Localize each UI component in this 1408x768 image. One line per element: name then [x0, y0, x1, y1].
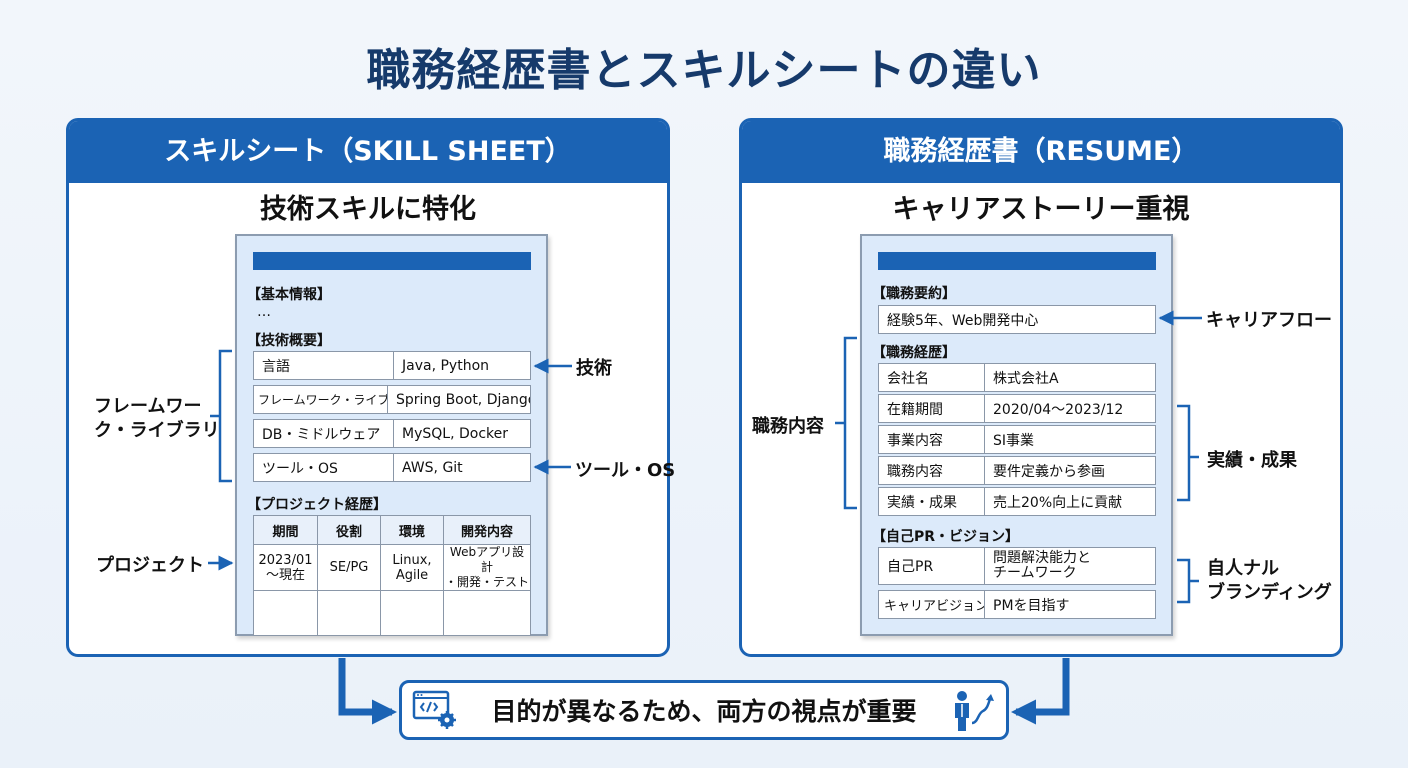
resume-document: 【職務要約】 経験5年、Web開発中心 【職務経歴】 会社名 株式会社A 在籍期… [860, 234, 1173, 636]
value-line: 問題解決能力と [993, 550, 1091, 566]
tech-row-key: 言語 [254, 352, 394, 379]
section-tech-summary: 【技術概要】 [247, 333, 331, 349]
table-header-cell: 役割 [317, 515, 381, 545]
section-job-summary: 【職務要約】 [872, 286, 956, 302]
left-to-bottom-arrow [338, 658, 398, 725]
label-line: ク・ライブラリ [94, 420, 220, 441]
label-line: ブランディング [1207, 582, 1332, 603]
label-achievements: 実績・成果 [1207, 450, 1297, 471]
label-framework: フレームワー ク・ライブラリ [94, 395, 220, 443]
pr-row-key: 自己PR [879, 548, 985, 584]
tech-row-value: Java, Python [402, 357, 490, 374]
tech-row-framework: フレームワーク・ライブラリ Spring Boot, Django [253, 385, 531, 414]
pr-row-self-pr: 自己PR 問題解決能力と チームワーク [878, 547, 1156, 585]
conclusion-text: 目的が異なるため、両方の視点が重要 [491, 697, 917, 726]
tech-row-value: MySQL, Docker [402, 425, 508, 442]
section-basic-info: 【基本情報】 [247, 287, 331, 303]
history-row-value: 株式会社A [993, 370, 1059, 387]
page-title: 職務経歴書とスキルシートの違い [366, 45, 1042, 96]
tech-row-tools: ツール・OS AWS, Git [253, 453, 531, 482]
label-career-flow: キャリアフロー [1206, 310, 1332, 331]
cell-line: Linux, [392, 552, 432, 568]
section-self-pr: 【自己PR・ビジョン】 [872, 529, 1020, 545]
pr-row-career-vision: キャリアビジョン PMを目指す [878, 590, 1156, 619]
table-row-empty [253, 590, 531, 636]
table-cell-content: Webアプリ設計 ・開発・テスト [443, 544, 531, 591]
history-row-business: 事業内容 SI事業 [878, 425, 1156, 454]
table-header-row: 期間 役割 環境 開発内容 [253, 515, 531, 545]
skill-sheet-header: スキルシート（SKILL SHEET） [69, 121, 667, 183]
table-cell-empty [443, 590, 531, 636]
cell-line: ・開発・テスト [444, 575, 529, 589]
table-cell-empty [380, 590, 444, 636]
tech-row-db: DB・ミドルウェア MySQL, Docker [253, 419, 531, 448]
tech-row-key: ツール・OS [254, 454, 394, 481]
conclusion-box: 目的が異なるため、両方の視点が重要 [399, 680, 1009, 740]
history-row-period: 在籍期間 2020/04～2023/12 [878, 394, 1156, 423]
cell-line: ～現在 [265, 567, 305, 583]
label-job-content: 職務内容 [752, 416, 824, 437]
right-to-bottom-arrow [1010, 658, 1070, 725]
document-header-bar [878, 252, 1156, 270]
pr-row-value: PMを目指す [993, 597, 1070, 614]
label-branding: 自人ナル ブランディング [1207, 557, 1332, 605]
table-header-cell: 環境 [380, 515, 444, 545]
skill-sheet-subtitle: 技術スキルに特化 [260, 194, 476, 225]
tech-row-language: 言語 Java, Python [253, 351, 531, 380]
history-row-key: 実績・成果 [879, 488, 985, 515]
history-row-achievements: 実績・成果 売上20%向上に貢献 [878, 487, 1156, 516]
label-project: プロジェクト [96, 555, 204, 576]
tech-row-key: フレームワーク・ライブラリ [254, 386, 388, 413]
tech-row-value: Spring Boot, Django [395, 391, 530, 408]
history-row-key: 事業内容 [879, 426, 985, 453]
table-header-cell: 期間 [253, 515, 318, 545]
history-row-value: SI事業 [993, 432, 1035, 449]
cell-line: Webアプリ設計 [449, 545, 525, 574]
history-row-value: 要件定義から参画 [993, 463, 1105, 480]
history-row-company: 会社名 株式会社A [878, 363, 1156, 392]
value-line: チームワーク [993, 565, 1077, 581]
table-cell-empty [253, 590, 318, 636]
person-growth-icon [955, 691, 994, 731]
summary-row: 経験5年、Web開発中心 [878, 305, 1156, 334]
label-line: フレームワー [94, 396, 202, 417]
cell-line: 2023/01 [258, 552, 313, 568]
table-cell-empty [317, 590, 381, 636]
table-cell-role: SE/PG [317, 544, 381, 591]
resume-header: 職務経歴書（RESUME） [742, 121, 1340, 183]
history-row-key: 職務内容 [879, 457, 985, 484]
pr-row-key: キャリアビジョン [879, 591, 985, 618]
tech-row-value: AWS, Git [402, 459, 463, 476]
basic-info-ellipsis: … [257, 304, 271, 320]
table-cell-env: Linux, Agile [380, 544, 444, 591]
project-table: 期間 役割 環境 開発内容 2023/01 ～現在 SE/PG Linux, A… [253, 515, 531, 636]
tech-row-key: DB・ミドルウェア [254, 420, 394, 447]
history-row-key: 会社名 [879, 364, 985, 391]
skill-sheet-document: 【基本情報】 … 【技術概要】 言語 Java, Python フレームワーク・… [235, 234, 548, 636]
section-project-history: 【プロジェクト経歴】 [247, 497, 387, 513]
pr-row-value: 問題解決能力と チームワーク [985, 548, 1091, 584]
history-row-duties: 職務内容 要件定義から参画 [878, 456, 1156, 485]
cell-line: Agile [395, 567, 429, 583]
history-row-key: 在籍期間 [879, 395, 985, 422]
label-tool: ツール・OS [575, 460, 676, 481]
code-gear-icon [412, 690, 456, 729]
summary-value: 経験5年、Web開発中心 [887, 312, 1039, 329]
label-line: 自人ナル [1207, 558, 1279, 579]
history-row-value: 売上20%向上に貢献 [993, 494, 1123, 511]
label-tech: 技術 [576, 358, 612, 379]
table-row: 2023/01 ～現在 SE/PG Linux, Agile Webアプリ設計 … [253, 544, 531, 591]
table-cell-period: 2023/01 ～現在 [253, 544, 318, 591]
document-header-bar [253, 252, 531, 270]
resume-subtitle: キャリアストーリー重視 [892, 194, 1190, 225]
section-job-history: 【職務経歴】 [872, 345, 956, 361]
history-row-value: 2020/04～2023/12 [993, 401, 1124, 418]
table-header-cell: 開発内容 [443, 515, 531, 545]
